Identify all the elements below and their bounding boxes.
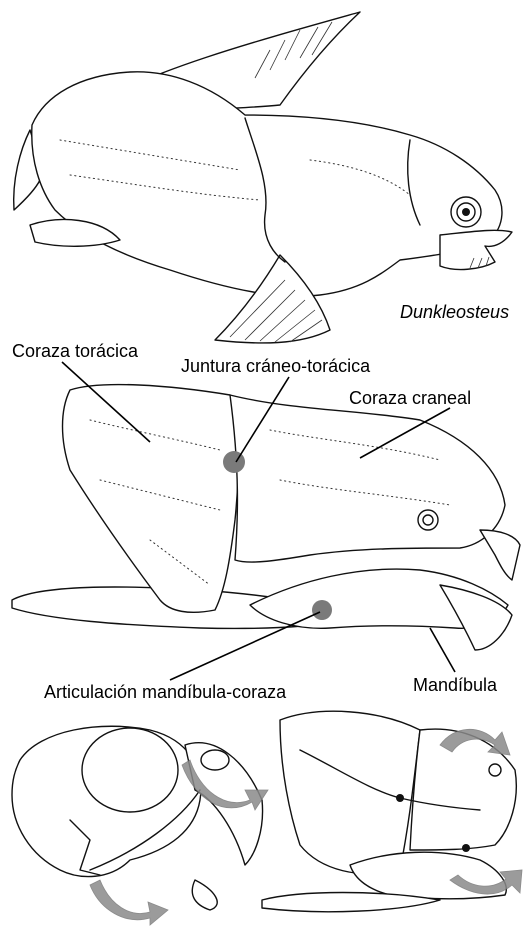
jaw-plates — [440, 230, 512, 269]
label-craniothoracic-joint: Juntura cráneo-torácica — [181, 356, 371, 376]
label-thoracic-armor: Coraza torácica — [12, 341, 139, 361]
jaw-armor-articulation-marker — [312, 600, 332, 620]
label-cranial-armor: Coraza craneal — [349, 388, 471, 408]
cranial-armor — [230, 395, 505, 562]
upper-tooth-plate — [480, 530, 520, 580]
thoracic-armor — [63, 385, 239, 613]
label-mandible: Mandíbula — [413, 675, 498, 695]
armor-diagram: Coraza torácica Juntura cráneo-torácica … — [12, 341, 520, 702]
placoderm-head-illustration — [262, 711, 522, 911]
orbit-outline — [418, 510, 438, 530]
bird-orbit — [82, 728, 178, 812]
head-joint-dot-lower — [462, 844, 470, 852]
head-thoracic-armor — [280, 711, 420, 874]
full-body-illustration: Dunkleosteus — [14, 12, 512, 343]
bird-lower-jaw — [192, 880, 217, 910]
species-name: Dunkleosteus — [400, 302, 509, 322]
label-jaw-armor-articulation: Articulación mandíbula-coraza — [44, 682, 287, 702]
leader-mandible — [430, 628, 455, 672]
rotation-arrow-lower — [90, 880, 168, 925]
bird-skull-illustration — [12, 726, 268, 925]
